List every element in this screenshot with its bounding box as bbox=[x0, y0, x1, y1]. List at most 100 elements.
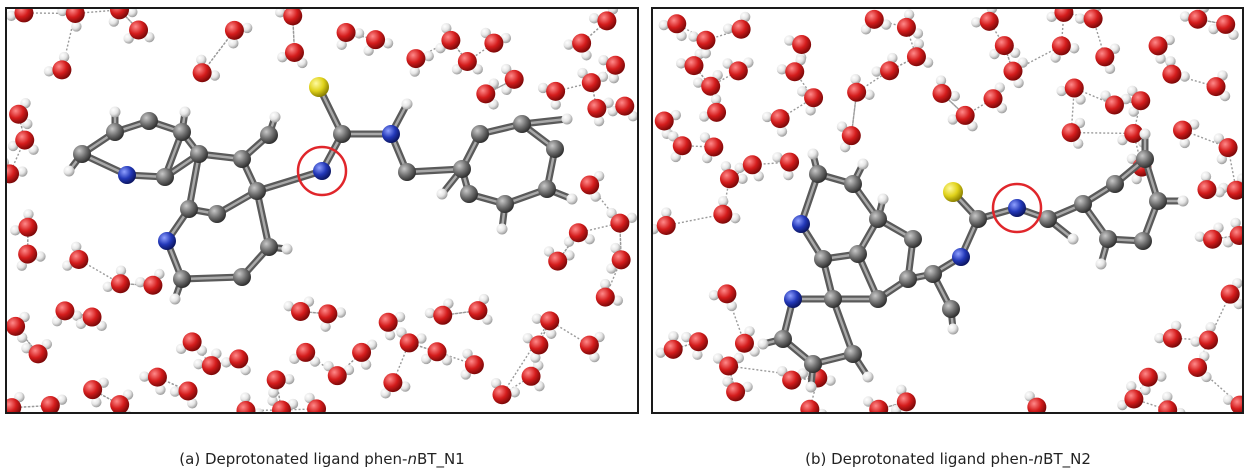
oxygen-atom bbox=[283, 9, 303, 26]
water-molecule bbox=[1179, 9, 1210, 29]
oxygen-atom bbox=[782, 370, 802, 390]
hydrogen-atom bbox=[1056, 85, 1067, 97]
carbon-atom bbox=[471, 125, 489, 143]
water-molecule bbox=[1213, 133, 1238, 165]
water-molecule bbox=[521, 360, 545, 392]
water-molecule bbox=[424, 298, 454, 325]
oxygen-atom bbox=[880, 61, 900, 81]
covalent-bond-highlight bbox=[255, 189, 271, 249]
hydrogen-atom bbox=[864, 89, 875, 100]
hydrogen-atom bbox=[56, 394, 68, 405]
oxygen-atom bbox=[182, 332, 202, 352]
oxygen-atom bbox=[406, 49, 426, 69]
water-molecule bbox=[289, 342, 321, 367]
oxygen-atom bbox=[615, 96, 635, 116]
hydrogen-atom bbox=[109, 106, 121, 118]
carbon-atom bbox=[173, 270, 191, 288]
hydrogen-atom bbox=[228, 38, 239, 49]
water-molecule bbox=[762, 109, 790, 137]
water-molecule bbox=[21, 339, 53, 364]
hydrogen-atom bbox=[1095, 258, 1107, 270]
carbon-atom bbox=[333, 125, 351, 143]
hydrogen-atom bbox=[240, 392, 251, 403]
oxygen-atom bbox=[580, 175, 600, 195]
hydrogen-atom bbox=[281, 243, 293, 255]
oxygen-atom bbox=[792, 35, 812, 55]
water-molecule bbox=[318, 304, 346, 332]
oxygen-atom bbox=[378, 312, 398, 332]
hydrogen-atom bbox=[699, 111, 710, 122]
hydrogen-atom bbox=[807, 148, 819, 160]
hydrogen-atom bbox=[1216, 153, 1227, 165]
oxygen-atom bbox=[1218, 138, 1238, 158]
hydrogen-atom bbox=[155, 384, 166, 395]
hydrogen-atom bbox=[1190, 336, 1201, 347]
hydrogen-atom bbox=[1179, 71, 1190, 82]
water-molecule bbox=[699, 132, 724, 164]
hydrogen-atom bbox=[783, 169, 794, 181]
hydrogen-atom bbox=[1075, 94, 1086, 105]
hydrogen-atom bbox=[7, 10, 17, 21]
oxygen-atom bbox=[82, 307, 102, 327]
hydrogen-atom bbox=[598, 54, 609, 66]
oxygen-atom bbox=[1162, 64, 1182, 84]
oxygen-atom bbox=[110, 395, 130, 412]
hydrogen-atom bbox=[607, 105, 619, 117]
hydrogen-atom bbox=[825, 375, 836, 386]
carbon-atom bbox=[774, 330, 792, 348]
water-molecule bbox=[579, 331, 605, 363]
oxygen-atom bbox=[83, 380, 103, 400]
water-molecule bbox=[352, 339, 378, 370]
water-molecule bbox=[655, 331, 683, 359]
hydrogen-atom bbox=[776, 126, 788, 137]
covalent-bond-highlight bbox=[180, 275, 244, 281]
hydrogen-atom bbox=[193, 358, 204, 370]
hydrogen-atom bbox=[108, 16, 120, 27]
hydrogen-atom bbox=[343, 364, 355, 376]
water-molecule bbox=[406, 49, 434, 77]
hydrogen-atom bbox=[817, 408, 827, 412]
hydrogen-atom bbox=[742, 381, 753, 393]
oxygen-atom bbox=[504, 69, 524, 89]
hydrogen-atom bbox=[776, 64, 788, 75]
water-molecule bbox=[772, 152, 800, 181]
hydrogen-atom bbox=[947, 323, 959, 335]
deprotonated-nitrogen-highlight-circle bbox=[296, 145, 348, 197]
hydrogen-atom bbox=[384, 329, 396, 341]
hydrogen-atom bbox=[500, 32, 512, 44]
water-molecule bbox=[722, 11, 751, 39]
hydrogen-atom bbox=[1117, 399, 1128, 411]
hydrogen-atom bbox=[795, 54, 806, 66]
oxygen-atom bbox=[804, 88, 824, 108]
oxygen-atom bbox=[1064, 78, 1084, 98]
water-molecule bbox=[734, 326, 760, 357]
water-molecule bbox=[800, 399, 827, 412]
hydrogen-atom bbox=[862, 371, 874, 383]
oxygen-atom bbox=[869, 399, 889, 412]
oxygen-atom bbox=[441, 30, 461, 50]
water-molecule bbox=[83, 377, 109, 408]
oxygen-atom bbox=[15, 130, 35, 150]
md-snapshot-panel-a bbox=[5, 7, 639, 414]
water-molecule bbox=[1003, 57, 1028, 89]
hydrogen-atom bbox=[1156, 371, 1167, 382]
hydrogen-atom bbox=[772, 152, 783, 163]
carbon-atom bbox=[73, 145, 91, 163]
oxygen-atom bbox=[1230, 395, 1242, 412]
hydrogen-atom bbox=[871, 66, 882, 77]
oxygen-atom bbox=[932, 83, 952, 103]
water-molecule bbox=[1220, 278, 1242, 310]
hydrogen-atom bbox=[626, 212, 637, 224]
carbon-atom bbox=[106, 123, 124, 141]
oxygen-atom bbox=[224, 20, 244, 40]
water-molecule bbox=[1138, 367, 1167, 396]
carbon-atom bbox=[156, 168, 174, 186]
oxygen-atom bbox=[731, 19, 751, 39]
oxygen-atom bbox=[983, 89, 1003, 109]
hydrogen-atom bbox=[283, 373, 295, 385]
water-molecule bbox=[577, 67, 609, 93]
hydrogen-atom bbox=[658, 19, 670, 31]
carbon-atom bbox=[824, 290, 842, 308]
water-molecule bbox=[10, 209, 38, 237]
water-molecule bbox=[860, 9, 892, 35]
